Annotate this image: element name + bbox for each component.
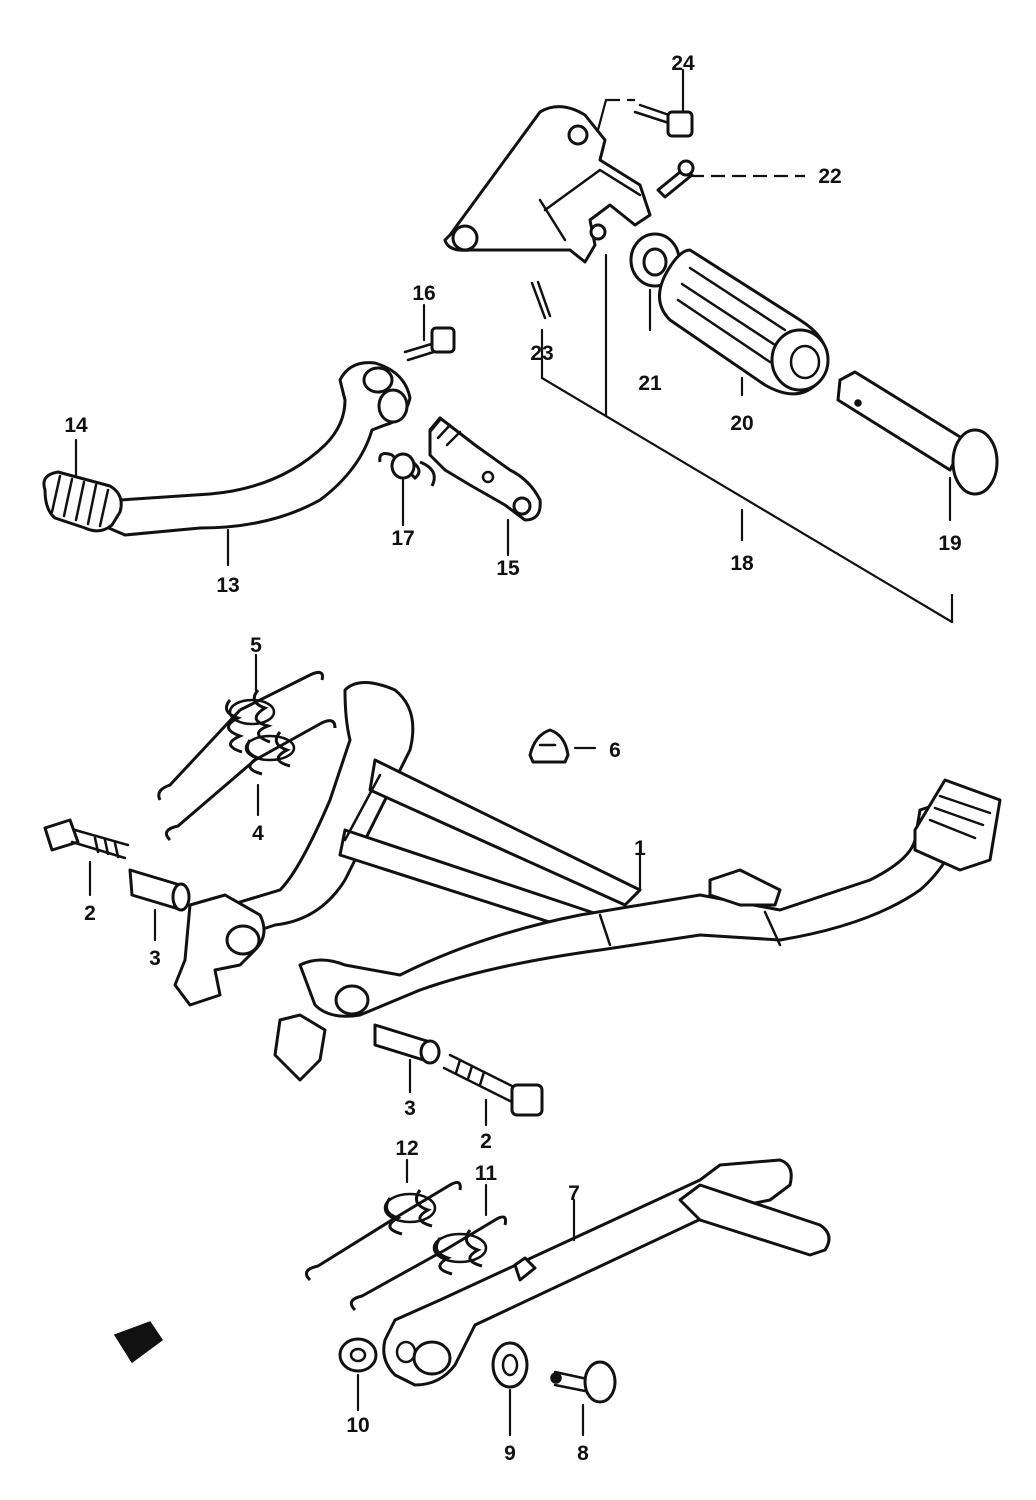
callout-10: 10 (346, 1414, 369, 1437)
callout-2: 2 (84, 902, 96, 925)
gear-shift-lever-13 (58, 361, 412, 537)
callout-11: 11 (475, 1162, 498, 1185)
callout-3: 3 (149, 947, 161, 970)
bolt-8 (550, 1360, 617, 1404)
lever-rubber-14 (42, 470, 123, 533)
callout-2: 2 (480, 1130, 492, 1153)
spring-12 (304, 1180, 462, 1282)
shift-lever-leaders (74, 303, 510, 567)
callout-20: 20 (730, 412, 753, 435)
collar-3-right (373, 1023, 441, 1065)
stopper-rubber-6 (528, 728, 570, 764)
pin-22 (656, 159, 695, 199)
nut-10 (338, 1337, 378, 1373)
callout-3: 3 (404, 1097, 416, 1120)
bolt-2-right (442, 1053, 544, 1117)
bolt-24 (633, 103, 694, 138)
callout-24: 24 (671, 52, 695, 75)
footrest-rubber-20 (658, 248, 830, 396)
collar-3-left (128, 868, 191, 912)
footrest-shaft-19 (836, 370, 999, 496)
callout-4: 4 (252, 822, 264, 845)
callout-17: 17 (391, 527, 414, 550)
spring-11 (349, 1215, 507, 1312)
front-arrow-icon (113, 1321, 164, 1364)
shift-arm-15 (428, 416, 542, 522)
callout-8: 8 (577, 1442, 589, 1465)
callout-21: 21 (638, 372, 662, 395)
footrest-bracket (443, 105, 652, 264)
bolt-16 (403, 326, 456, 362)
bolt-2-left (43, 818, 130, 860)
callout-6: 6 (609, 739, 621, 762)
spring-5 (157, 670, 324, 801)
callout-12: 12 (395, 1137, 418, 1160)
spring-17 (378, 452, 436, 487)
callout-14: 14 (64, 414, 88, 437)
callout-13: 13 (216, 574, 239, 597)
callout-15: 15 (496, 557, 520, 580)
callout-7: 7 (568, 1182, 580, 1205)
spring-4 (164, 719, 337, 842)
callout-16: 16 (412, 282, 435, 305)
callout-19: 19 (938, 532, 961, 555)
callout-18: 18 (730, 552, 754, 575)
callout-23: 23 (530, 342, 553, 365)
callout-5: 5 (250, 634, 262, 657)
assembly-bracket-leaders (540, 68, 954, 624)
center-stand-leaders (88, 653, 642, 1127)
callout-22: 22 (818, 165, 841, 188)
side-stand-7 (382, 1158, 831, 1387)
cotter-pin-23 (530, 280, 552, 320)
callout-9: 9 (504, 1442, 516, 1465)
center-stand-1 (173, 681, 1002, 1082)
side-stand-leaders (356, 1158, 585, 1437)
washer-9 (491, 1341, 529, 1389)
callout-1: 1 (634, 837, 646, 860)
